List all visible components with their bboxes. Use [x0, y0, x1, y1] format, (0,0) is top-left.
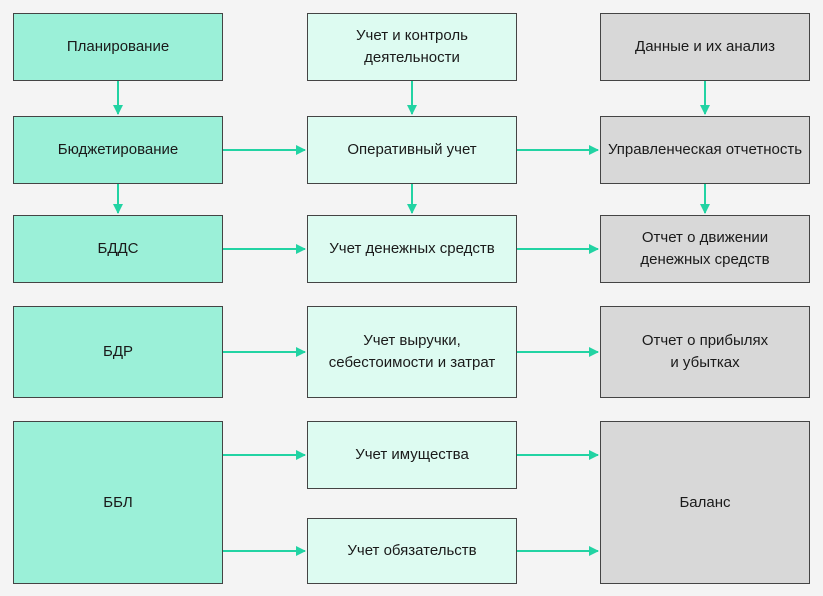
cash-accounting-box: Учет денежных средств: [307, 215, 517, 283]
management-reporting-box: Управленческая отчетность: [600, 116, 810, 184]
operational-accounting-box: Оперативный учет: [307, 116, 517, 184]
balance-box: Баланс: [600, 421, 810, 584]
budgeting-box: Бюджетирование: [13, 116, 223, 184]
revenue-cost-accounting-box: Учет выручки, себестоимости и затрат: [307, 306, 517, 398]
planning-box: Планирование: [13, 13, 223, 81]
property-accounting-box: Учет имущества: [307, 421, 517, 489]
cashflow-report-box: Отчет о движении денежных средств: [600, 215, 810, 283]
data-analysis-box: Данные и их анализ: [600, 13, 810, 81]
accounting-control-box: Учет и контроль деятельности: [307, 13, 517, 81]
liabilities-accounting-box: Учет обязательств: [307, 518, 517, 584]
bbl-box: ББЛ: [13, 421, 223, 584]
bdr-box: БДР: [13, 306, 223, 398]
bdds-box: БДДС: [13, 215, 223, 283]
pnl-report-box: Отчет о прибылях и убытках: [600, 306, 810, 398]
